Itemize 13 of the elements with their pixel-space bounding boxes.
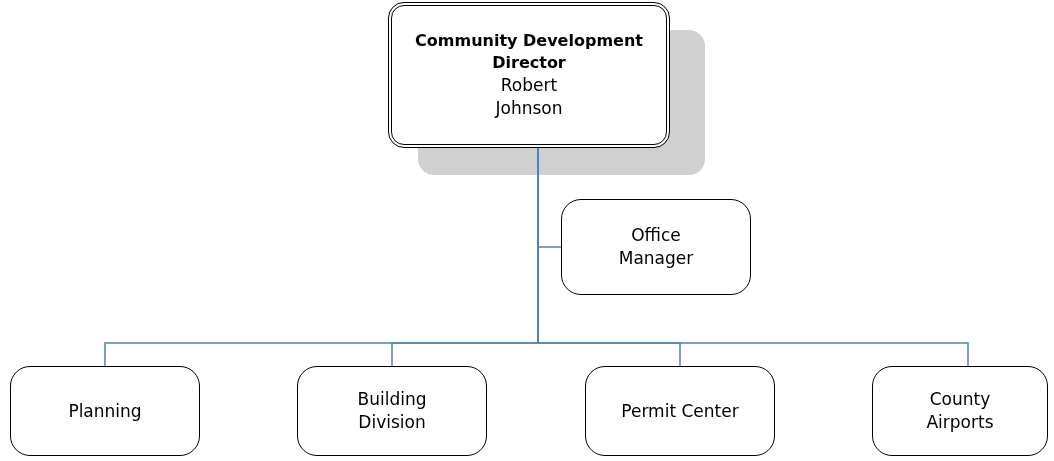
org-box <box>585 366 775 456</box>
org-box <box>10 366 200 456</box>
box-title: Community Development Director <box>414 30 644 74</box>
org-box <box>872 366 1048 456</box>
box-label: Permit Center <box>620 399 740 423</box>
box-label: Office Manager <box>617 224 695 270</box>
box-label: County Airports <box>925 388 995 434</box>
box-label: Planning <box>67 399 143 423</box>
org-box <box>297 366 487 456</box>
director-box <box>388 2 670 148</box>
org-box <box>561 199 751 295</box>
person-name: Robert Johnson <box>493 74 564 120</box>
box-label: Building Division <box>356 388 428 434</box>
